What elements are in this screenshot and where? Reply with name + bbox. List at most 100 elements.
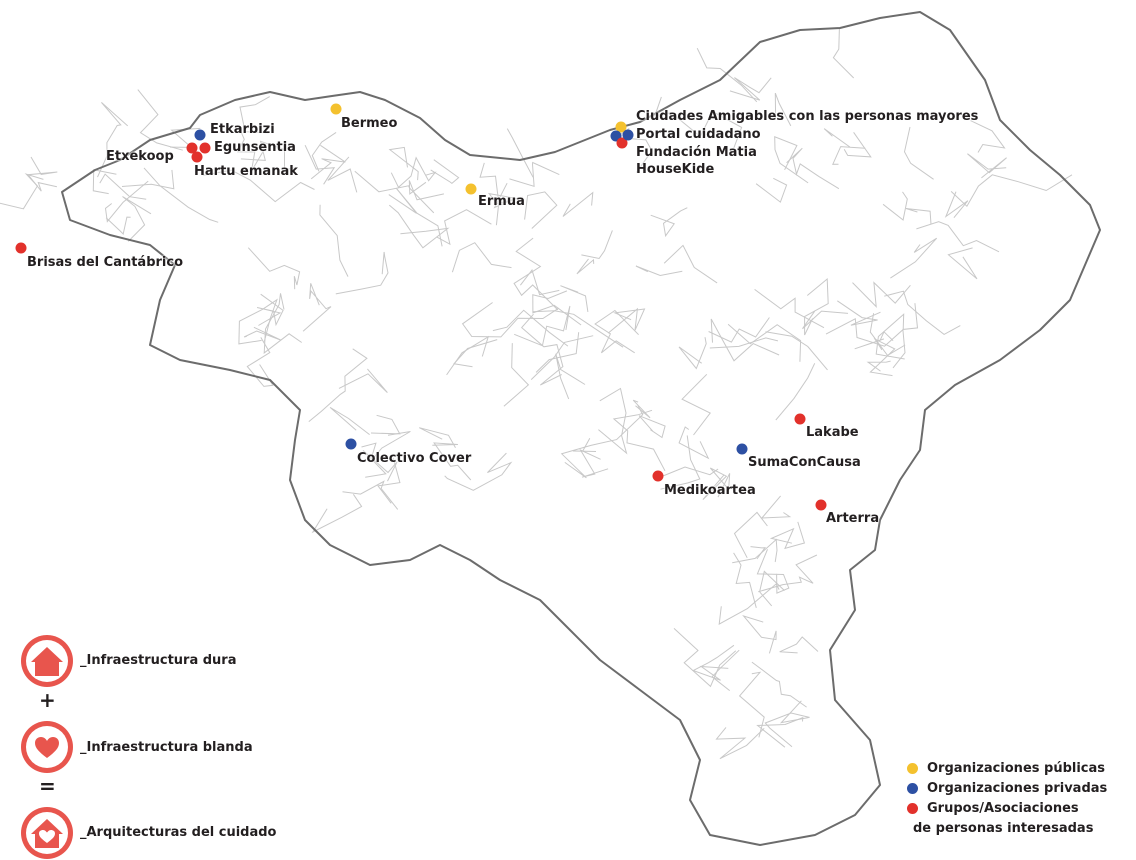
- municipal-boundary: [446, 335, 490, 376]
- place-label: Lakabe: [806, 425, 859, 440]
- municipal-boundary: [852, 281, 911, 308]
- municipal-boundary: [756, 549, 790, 594]
- place-label: Hartu emanak: [194, 164, 298, 179]
- municipal-boundary: [681, 373, 711, 436]
- municipal-boundary: [702, 467, 731, 500]
- municipal-boundary: [122, 196, 152, 242]
- municipal-boundary: [137, 89, 183, 151]
- municipal-boundary: [655, 466, 719, 478]
- municipal-boundary: [0, 173, 44, 210]
- municipal-boundary: [354, 170, 435, 214]
- municipal-boundary: [509, 161, 560, 187]
- municipal-boundary: [696, 47, 758, 103]
- legend-label: _Arquitecturas del cuidado: [80, 825, 277, 840]
- plus-sign: +: [39, 688, 56, 712]
- municipal-boundary: [143, 167, 219, 223]
- municipal-boundary: [92, 169, 117, 195]
- municipal-boundary: [711, 649, 740, 691]
- municipal-boundary: [759, 570, 785, 607]
- place-label: Portal cuidadano: [636, 127, 761, 142]
- municipal-boundary: [832, 27, 855, 79]
- municipal-boundary: [598, 387, 628, 455]
- municipal-boundary: [802, 310, 849, 330]
- municipal-boundary: [733, 511, 768, 559]
- municipal-boundary: [875, 303, 919, 360]
- municipal-boundary: [308, 348, 368, 422]
- municipal-boundaries: [0, 27, 1073, 760]
- municipal-boundary: [514, 305, 571, 347]
- map-point-groups: [652, 470, 664, 482]
- municipal-boundary: [436, 209, 492, 246]
- equals-sign: =: [39, 774, 56, 798]
- municipal-boundary: [97, 102, 129, 178]
- place-label: HouseKide: [636, 162, 715, 177]
- map-point-private: [345, 438, 357, 450]
- municipal-boundary: [884, 290, 961, 335]
- municipal-boundary: [738, 671, 765, 738]
- municipal-boundary: [335, 251, 389, 295]
- municipal-boundary: [319, 204, 349, 277]
- municipal-boundary: [342, 480, 399, 510]
- municipal-boundary: [370, 414, 401, 435]
- place-label: SumaConCausa: [748, 455, 861, 470]
- municipal-boundary: [361, 431, 411, 462]
- place-label: Colectivo Cover: [357, 451, 472, 466]
- map-point-groups: [15, 242, 27, 254]
- place-label: Medikoartea: [664, 483, 756, 498]
- municipal-boundary: [890, 237, 938, 279]
- place-label: Bermeo: [341, 116, 398, 131]
- municipal-boundary: [804, 277, 829, 336]
- municipal-boundary: [506, 128, 534, 178]
- map-point-public: [330, 103, 342, 115]
- municipal-boundary: [362, 450, 398, 482]
- municipal-boundary: [967, 153, 1007, 179]
- municipal-boundary: [579, 448, 609, 478]
- municipal-boundary: [758, 554, 818, 593]
- municipal-boundary: [660, 435, 701, 490]
- municipal-boundary: [310, 144, 346, 180]
- place-label: Etkarbizi: [210, 122, 275, 137]
- municipal-boundary: [562, 191, 594, 217]
- municipal-boundary: [338, 368, 388, 393]
- municipal-boundary: [388, 188, 443, 247]
- map-point-private: [194, 129, 206, 141]
- municipal-boundary: [837, 300, 881, 326]
- municipal-boundary: [105, 216, 131, 236]
- municipal-boundary: [572, 438, 597, 452]
- municipal-boundary: [751, 661, 807, 708]
- municipal-boundary: [823, 128, 866, 165]
- municipal-boundary: [581, 230, 613, 260]
- municipal-boundary: [390, 156, 437, 189]
- heart-icon: [21, 721, 73, 773]
- place-label: Egunsentia: [214, 140, 296, 155]
- municipal-boundary: [503, 343, 530, 407]
- municipal-boundary: [388, 204, 450, 249]
- municipal-boundary: [710, 318, 780, 362]
- municipal-boundary: [774, 92, 792, 127]
- municipal-boundary: [492, 309, 569, 347]
- map-point-public: [465, 183, 477, 195]
- municipal-boundary: [727, 323, 802, 362]
- map-point-groups: [815, 499, 827, 511]
- legend-private: Organizaciones privadas: [927, 781, 1108, 796]
- municipal-boundary: [461, 302, 559, 338]
- municipal-boundary: [663, 244, 718, 284]
- municipal-boundary: [654, 96, 743, 153]
- legend-groups-line2: de personas interesadas: [913, 821, 1094, 836]
- municipal-boundary: [377, 457, 401, 504]
- map-point-groups: [616, 137, 628, 149]
- legend-public: Organizaciones públicas: [927, 761, 1106, 776]
- municipal-boundary: [487, 182, 524, 209]
- map-point-groups: [199, 142, 211, 154]
- municipal-boundary: [532, 290, 582, 326]
- municipal-boundary: [247, 247, 301, 290]
- municipal-boundary: [635, 265, 683, 277]
- municipal-boundary: [530, 335, 594, 380]
- municipal-boundary: [678, 426, 710, 460]
- municipal-boundary: [243, 326, 282, 341]
- municipal-boundary: [419, 427, 456, 448]
- municipal-boundary: [560, 285, 589, 312]
- municipal-boundary: [947, 247, 978, 280]
- municipal-boundary: [104, 180, 149, 223]
- municipal-boundary: [754, 288, 825, 329]
